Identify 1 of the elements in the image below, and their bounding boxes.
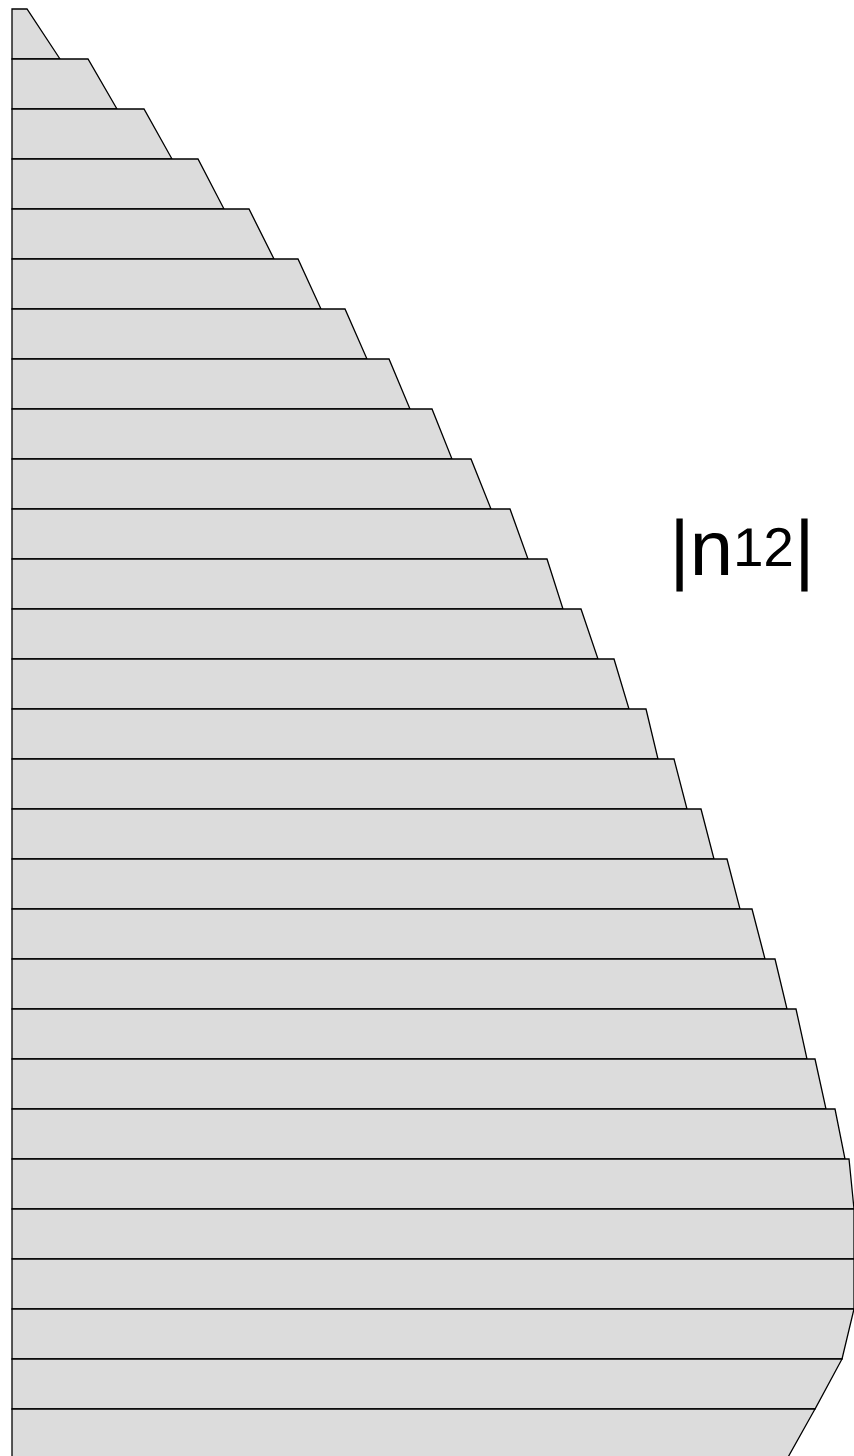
formula-label: |n$^{12}$| [676, 518, 808, 592]
